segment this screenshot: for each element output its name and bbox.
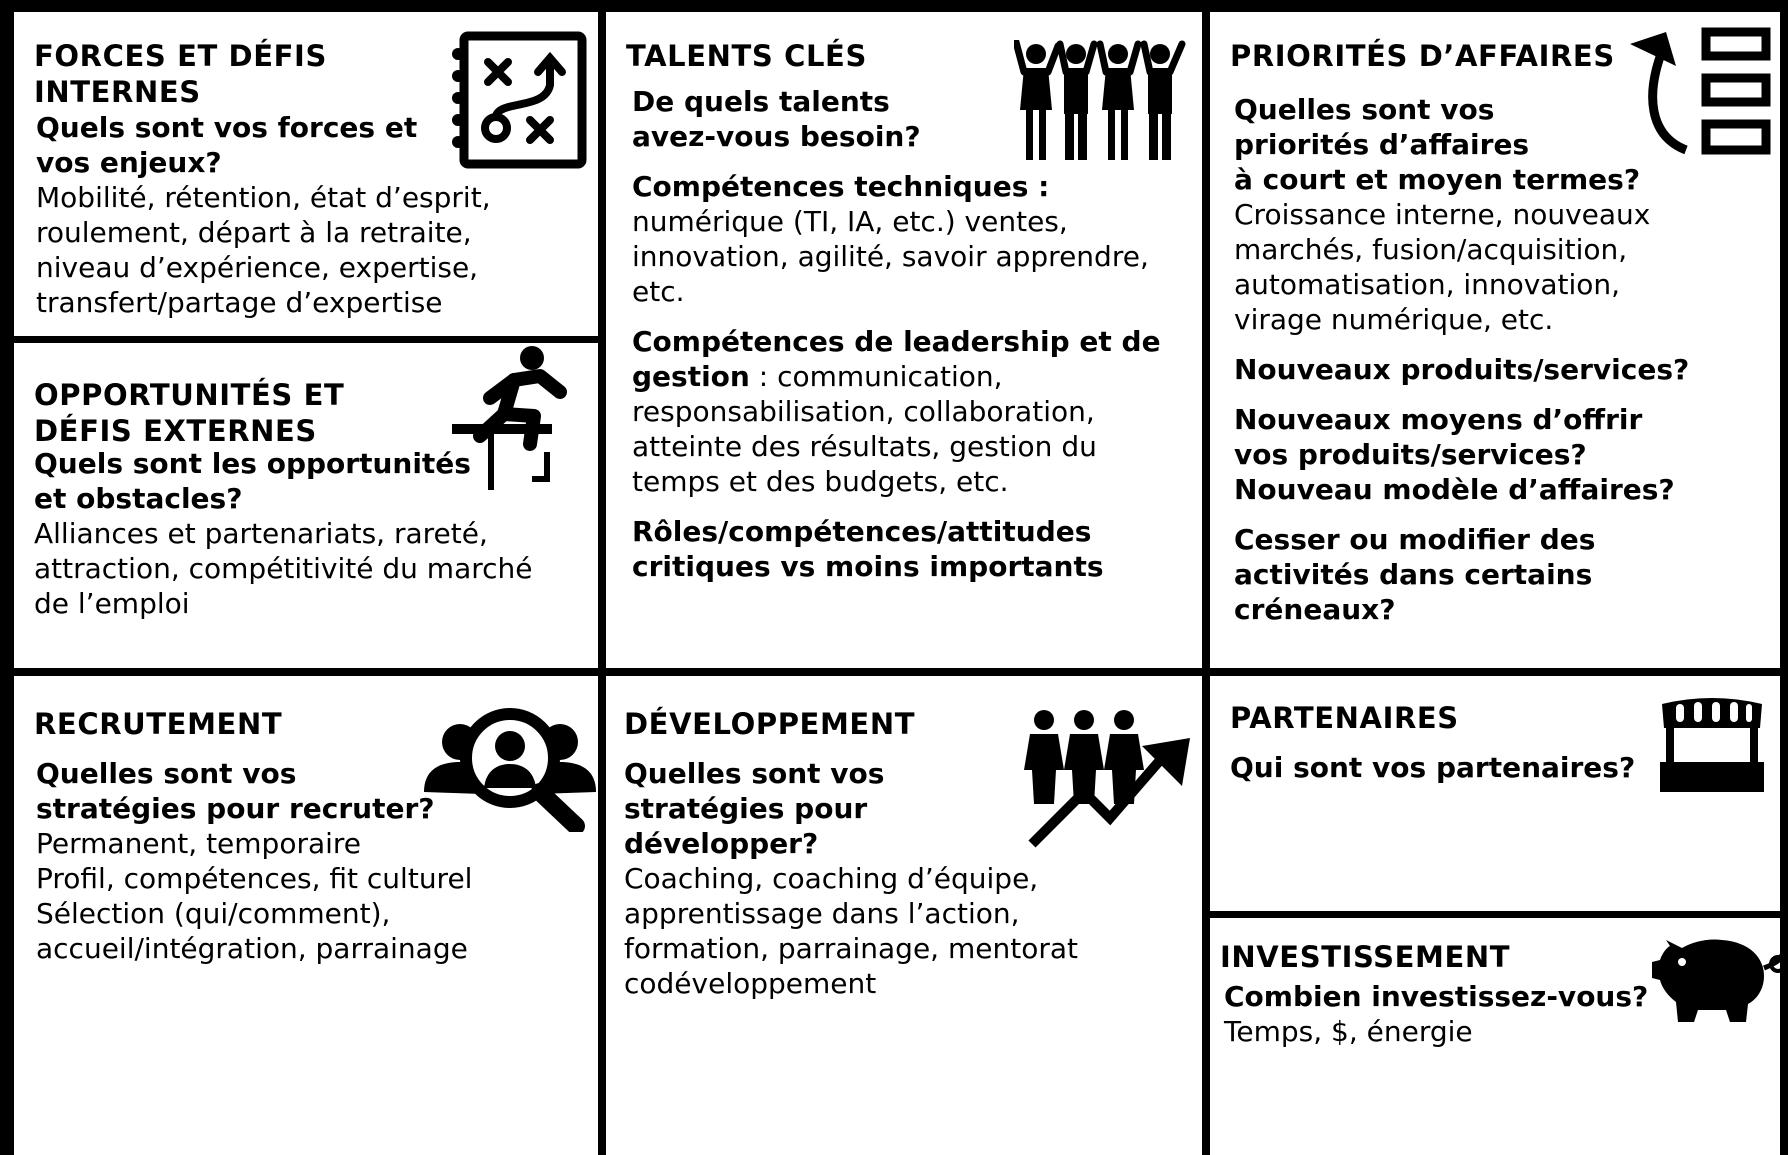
priorites-q2: Nouveaux produits/services? [1234, 353, 1690, 386]
opportunites-title-line1: OPPORTUNITÉS ET [34, 378, 345, 412]
recrutement-question-line1: Quelles sont vos [36, 757, 297, 790]
team-growth-icon [1022, 708, 1192, 852]
talents-question-line2: avez-vous besoin? [632, 120, 921, 153]
priorites-question-line3: à court et moyen termes? [1234, 163, 1641, 196]
developpement-title: DÉVELOPPEMENT [624, 707, 916, 741]
opportunites-cell: OPPORTUNITÉS ET DÉFIS EXTERNES Quels son… [34, 377, 594, 667]
forces-cell: FORCES ET DÉFIS INTERNES Quels sont vos … [34, 38, 594, 334]
piggy-bank-icon [1652, 924, 1786, 1024]
recrutement-text-line2: Profil, compétences, fit culturel [36, 862, 473, 895]
frame-divider-col2 [1202, 0, 1210, 1155]
developpement-cell: DÉVELOPPEMENT Quelles sont vos stratégie… [624, 706, 1198, 1151]
talents-lead-label-line2: gestion [632, 360, 750, 393]
talent-search-icon [422, 706, 598, 832]
forces-title-line2: INTERNES [34, 75, 201, 109]
strategy-board-icon [450, 30, 590, 170]
talents-lead-text-line3: atteinte des résultats, gestion du [632, 430, 1097, 463]
opportunites-text-line1: Alliances et partenariats, rareté, [34, 517, 488, 550]
talents-tech-label: Compétences techniques : [632, 170, 1050, 203]
opportunites-text-line2: attraction, compétitivité du marché [34, 552, 533, 585]
talents-tech-text-line3: etc. [632, 275, 685, 308]
investissement-text: Temps, $, énergie [1224, 1015, 1473, 1048]
recrutement-cell: RECRUTEMENT Quelles sont vos stratégies … [34, 706, 594, 1151]
partenaires-cell: PARTENAIRES Qui sont vos partenaires? [1230, 700, 1778, 908]
developpement-question-line3: développer? [624, 827, 819, 860]
investissement-title: INVESTISSEMENT [1220, 940, 1511, 974]
priorites-q4-line2: activités dans certains [1234, 558, 1593, 591]
talents-roles-line1: Rôles/compétences/attitudes [632, 515, 1092, 548]
forces-text-line2: roulement, départ à la retraite, [36, 216, 472, 249]
recrutement-text-line1: Permanent, temporaire [36, 827, 362, 860]
talents-lead-text-line1: : communication, [749, 360, 1003, 393]
talents-question-line1: De quels talents [632, 85, 890, 118]
forces-text-line3: niveau d’expérience, expertise, [36, 251, 479, 284]
developpement-text-line2: apprentissage dans l’action, [624, 897, 1020, 930]
priorites-question-line1: Quelles sont vos [1234, 93, 1495, 126]
developpement-question-line2: stratégies pour [624, 792, 868, 825]
priorites-cell: PRIORITÉS D’AFFAIRES Quelles sont vos pr… [1230, 38, 1778, 666]
frame-left [0, 0, 14, 1155]
talents-lead-text-line2: responsabilisation, collaboration, [632, 395, 1095, 428]
investissement-cell: INVESTISSEMENT Combien investissez-vous?… [1220, 939, 1778, 1151]
forces-text-line4: transfert/partage d’expertise [36, 286, 443, 319]
hurdle-runner-icon [450, 344, 580, 494]
recrutement-text-line4: accueil/intégration, parrainage [36, 932, 468, 965]
developpement-question-line1: Quelles sont vos [624, 757, 885, 790]
forces-question-line2: vos enjeux? [36, 146, 222, 179]
priority-list-icon [1622, 26, 1778, 158]
opportunites-text-line3: de l’emploi [34, 587, 190, 620]
talents-cell: TALENTS CLÉS De quels talents avez-vous … [626, 38, 1200, 666]
frame-divider-col1 [598, 0, 606, 1155]
forces-question-line1: Quels sont vos forces et [36, 111, 418, 144]
recrutement-title: RECRUTEMENT [34, 707, 283, 741]
priorites-q4-line3: créneaux? [1234, 593, 1396, 626]
opportunites-question-line2: et obstacles? [34, 482, 243, 515]
priorites-title: PRIORITÉS D’AFFAIRES [1230, 39, 1615, 73]
storefront-icon [1656, 690, 1768, 802]
priorites-q3-line3: Nouveau modèle d’affaires? [1234, 473, 1675, 506]
partenaires-question: Qui sont vos partenaires? [1230, 751, 1636, 784]
frame-divider-partenaires [1202, 911, 1788, 918]
forces-text-line1: Mobilité, rétention, état d’esprit, [36, 181, 491, 214]
developpement-text-line1: Coaching, coaching d’équipe, [624, 862, 1039, 895]
investissement-question: Combien investissez-vous? [1224, 980, 1649, 1013]
priorites-q4-line1: Cesser ou modifier des [1234, 523, 1596, 556]
talents-lead-text-line4: temps et des budgets, etc. [632, 465, 1009, 498]
talents-tech-text-line2: innovation, agilité, savoir apprendre, [632, 240, 1149, 273]
recrutement-question-line2: stratégies pour recruter? [36, 792, 435, 825]
opportunites-question-line1: Quels sont les opportunités [34, 447, 471, 480]
frame-right [1780, 0, 1788, 1155]
frame-divider-forces [0, 336, 606, 343]
developpement-text-line3: formation, parrainage, mentorat [624, 932, 1078, 965]
partenaires-title: PARTENAIRES [1230, 701, 1459, 735]
priorites-q3-line1: Nouveaux moyens d’offrir [1234, 403, 1643, 436]
opportunites-title-line2: DÉFIS EXTERNES [34, 414, 317, 448]
talents-title: TALENTS CLÉS [626, 39, 867, 73]
recrutement-text-line3: Sélection (qui/comment), [36, 897, 391, 930]
priorites-text-line3: automatisation, innovation, [1234, 268, 1621, 301]
priorites-q3-line2: vos produits/services? [1234, 438, 1587, 471]
cheering-people-icon [1014, 40, 1186, 162]
frame-divider-row [0, 668, 1788, 676]
priorites-question-line2: priorités d’affaires [1234, 128, 1530, 161]
frame-top [0, 0, 1788, 12]
talents-lead-line2: gestion : communication, [632, 359, 1200, 394]
talents-roles-line2: critiques vs moins importants [632, 550, 1104, 583]
talents-lead-label-line1: Compétences de leadership et de [632, 325, 1161, 358]
priorites-text-line4: virage numérique, etc. [1234, 303, 1554, 336]
talents-tech-text-line1: numérique (TI, IA, etc.) ventes, [632, 205, 1068, 238]
priorites-text-line2: marchés, fusion/acquisition, [1234, 233, 1628, 266]
forces-title-line1: FORCES ET DÉFIS [34, 39, 327, 73]
developpement-text-line4: codéveloppement [624, 967, 877, 1000]
priorites-text-line1: Croissance interne, nouveaux [1234, 198, 1651, 231]
